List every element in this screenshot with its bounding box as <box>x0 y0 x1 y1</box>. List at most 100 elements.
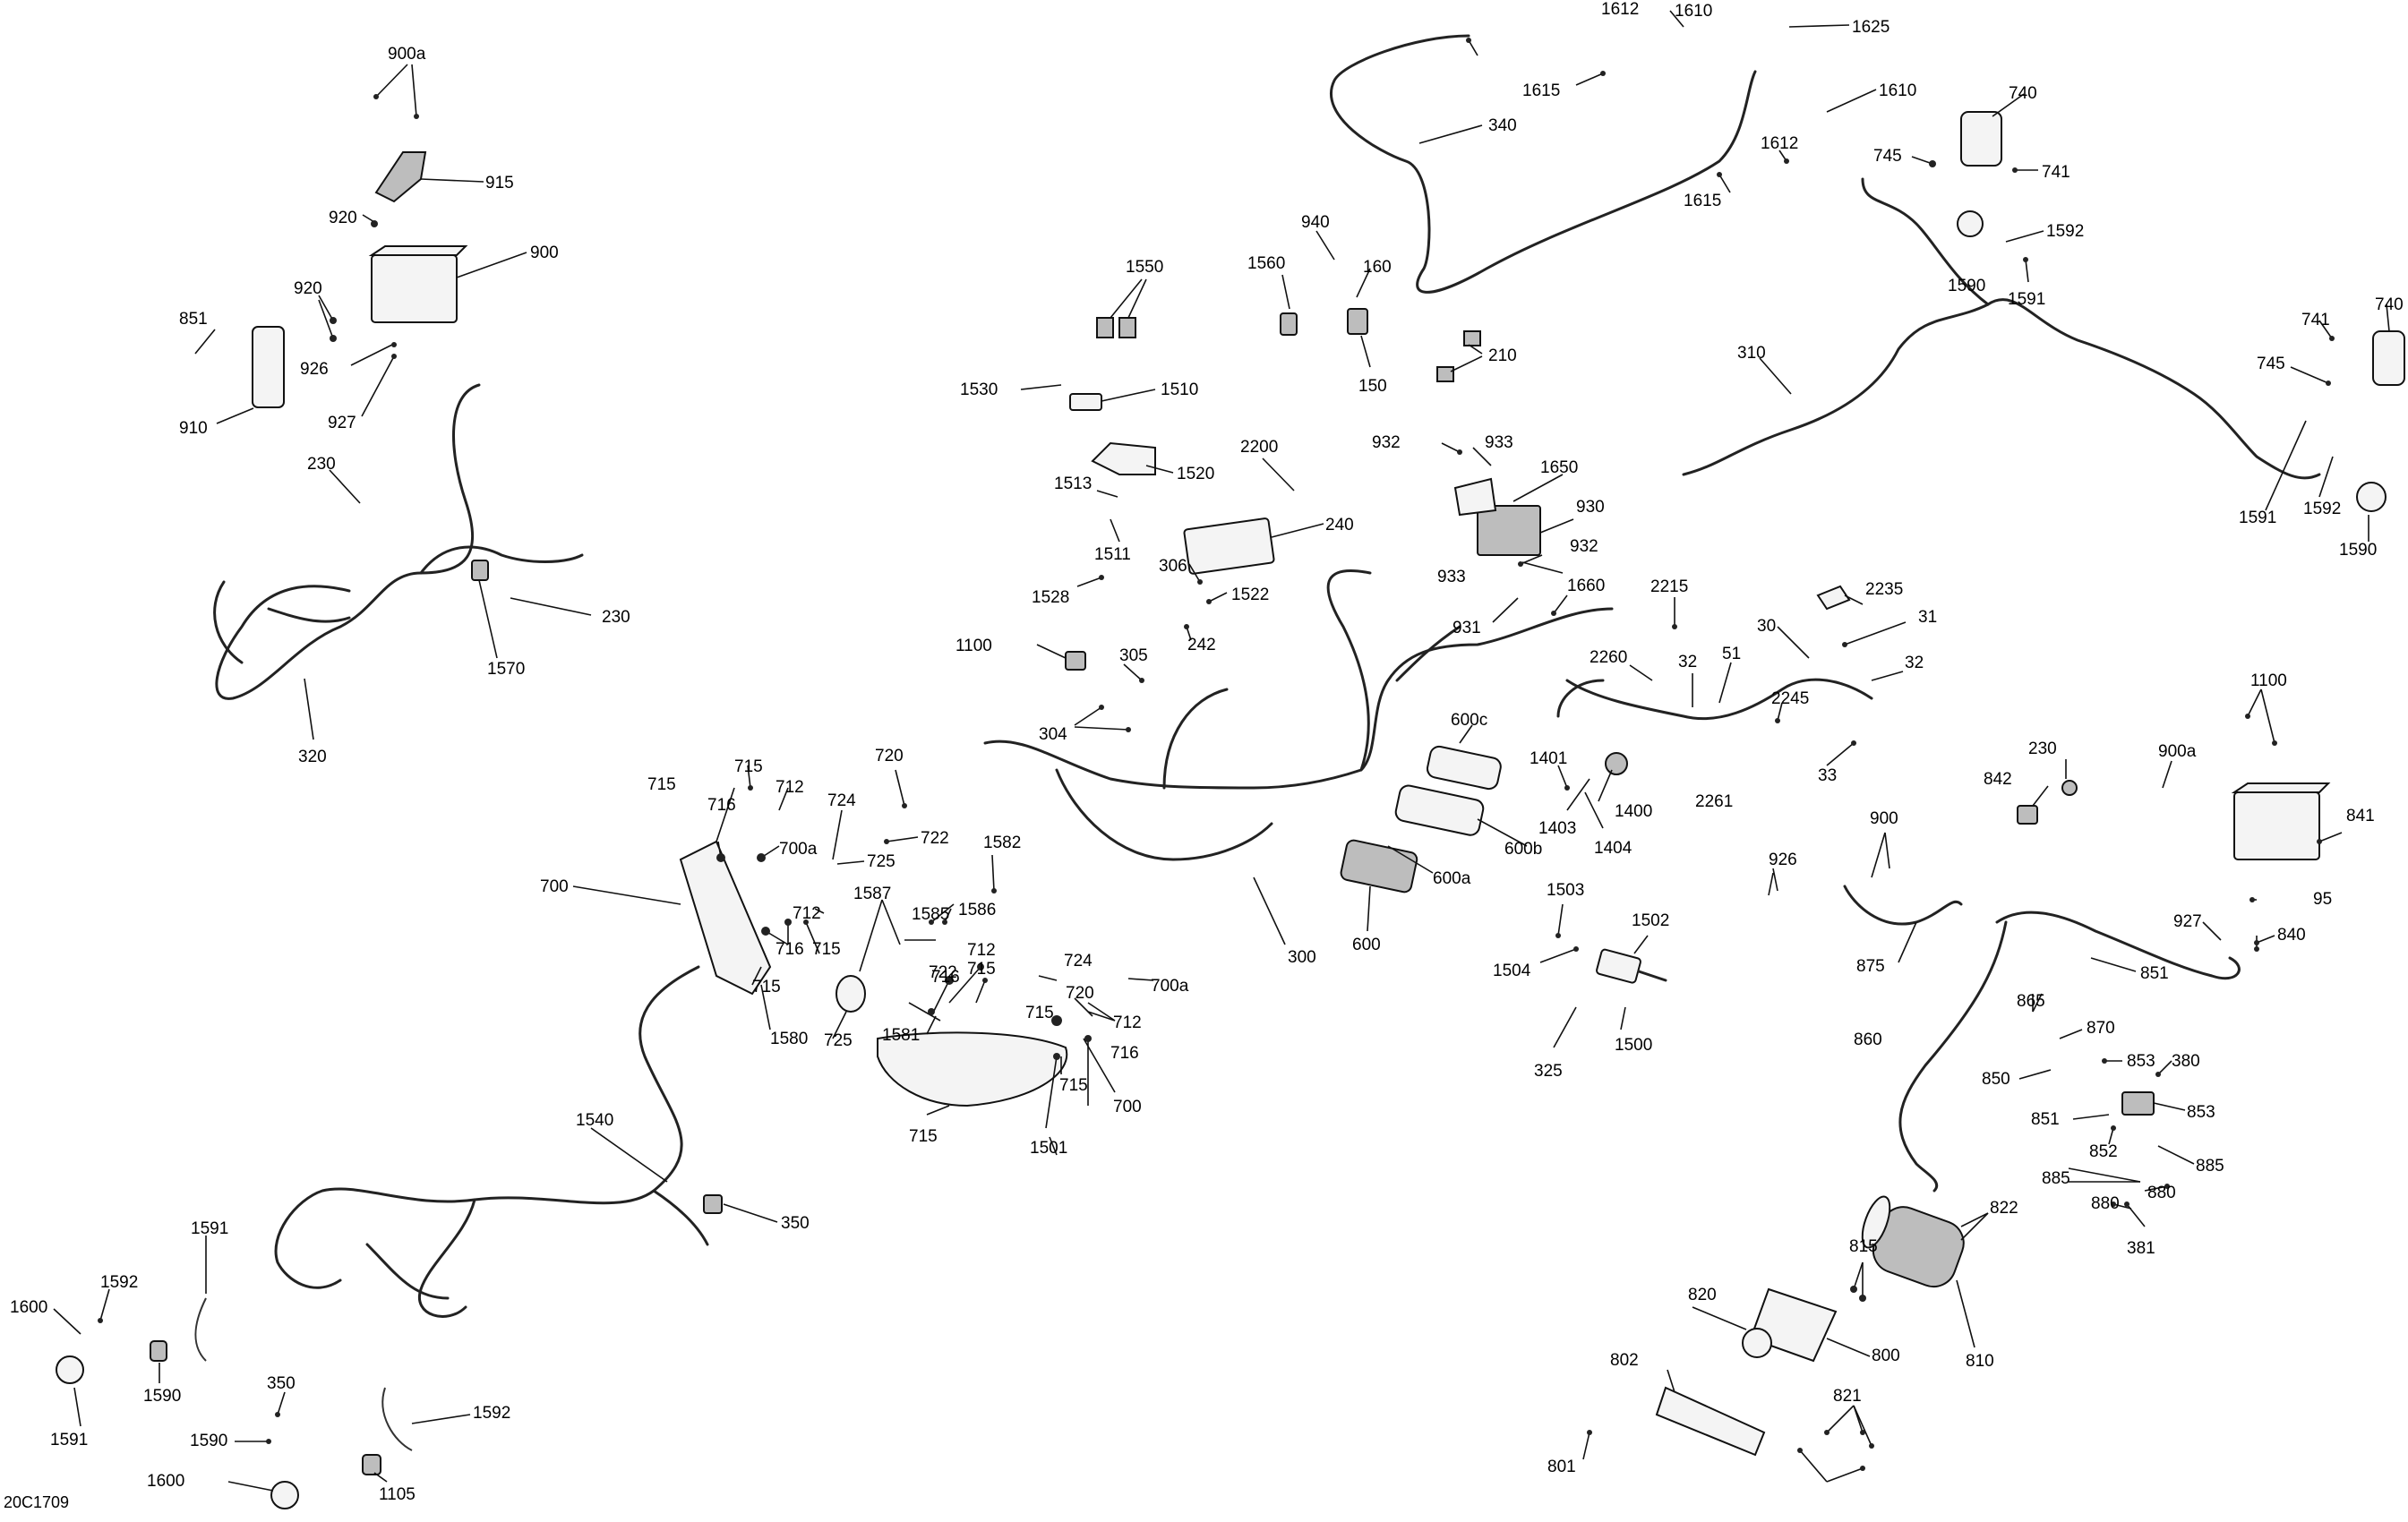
callout-label: 715 <box>752 978 781 996</box>
callout-label: 712 <box>776 778 804 797</box>
callout-label: 815 <box>1849 1237 1878 1256</box>
callout-label: 1504 <box>1493 962 1531 980</box>
callout-label: 700a <box>1151 977 1189 996</box>
horn-1580 <box>836 975 866 1013</box>
callout-label: 1600 <box>147 1472 184 1491</box>
callout-label: 870 <box>2087 1019 2115 1038</box>
callout-label: 725 <box>867 852 896 871</box>
callout-label: 720 <box>1066 984 1094 1003</box>
callout-label: 381 <box>2127 1239 2155 1258</box>
callout-label: 725 <box>824 1031 853 1050</box>
callout-label: 1503 <box>1547 881 1584 900</box>
callout-label: 851 <box>2031 1110 2060 1129</box>
callout-label: 715 <box>734 757 763 776</box>
callout-label: 1585 <box>912 905 949 924</box>
callout-label: 810 <box>1966 1352 1994 1371</box>
callout-label: 1530 <box>960 380 998 399</box>
callout-label: 920 <box>294 279 322 298</box>
bracket-1520 <box>1091 441 1156 475</box>
callout-label: 932 <box>1570 537 1598 556</box>
callout-label: 51 <box>1722 645 1741 663</box>
fuse-1100a <box>1065 651 1086 671</box>
callout-label: 1592 <box>473 1404 510 1423</box>
callout-label: 1510 <box>1161 380 1198 399</box>
callout-label: 860 <box>1854 1030 1882 1049</box>
tab-2235 <box>1816 585 1851 611</box>
callout-label: 1591 <box>2008 290 2045 309</box>
callout-label: 900 <box>530 244 559 262</box>
callout-label: 853 <box>2187 1103 2215 1122</box>
callout-label: 930 <box>1576 498 1605 517</box>
callout-label: 350 <box>781 1214 810 1233</box>
callout-label: 722 <box>929 963 957 982</box>
hook-810 <box>1655 1386 1766 1457</box>
callout-label: 380 <box>2172 1052 2200 1071</box>
callout-label: 741 <box>2301 311 2330 329</box>
callout-label: 1401 <box>1530 749 1567 768</box>
callout-label: 720 <box>875 747 904 765</box>
callout-label: 910 <box>179 419 208 438</box>
callout-label: 740 <box>2009 84 2037 103</box>
callout-label: 230 <box>307 455 336 474</box>
callout-label: 716 <box>1110 1044 1139 1063</box>
module-1510 <box>1069 393 1102 411</box>
callout-label: 1100 <box>2250 671 2287 690</box>
callout-label: 340 <box>1488 116 1517 135</box>
callout-label: 1591 <box>2239 509 2276 527</box>
callout-label: 851 <box>2140 964 2169 983</box>
callout-label: 1592 <box>2046 222 2084 241</box>
switch-1500 <box>1596 948 1641 984</box>
callout-label: 1591 <box>191 1219 228 1238</box>
hardware-dots <box>98 38 2335 1471</box>
callout-label: 150 <box>1358 377 1387 396</box>
callout-label: 712 <box>793 904 821 923</box>
callout-label: 230 <box>2028 740 2057 758</box>
callout-label: 1550 <box>1126 258 1163 277</box>
battery-holder-915 <box>374 151 427 203</box>
bracket-1650 <box>1453 477 1497 517</box>
headlight-700-left <box>679 840 772 996</box>
callout-label: 30 <box>1757 617 1776 636</box>
callout-label: 2261 <box>1695 792 1733 811</box>
callout-label: 33 <box>1818 766 1837 785</box>
callout-label: 842 <box>1984 770 2012 789</box>
battery-right <box>2233 791 2320 860</box>
callout-label: 1612 <box>1761 134 1798 153</box>
callout-label: 853 <box>2127 1052 2155 1071</box>
callout-label: 31 <box>1918 608 1937 627</box>
callout-label: 1522 <box>1231 586 1269 604</box>
callout-label: 1592 <box>100 1273 138 1292</box>
callout-label: 1590 <box>143 1387 181 1406</box>
callout-label: 1582 <box>983 834 1021 852</box>
callout-label: 1500 <box>1615 1036 1652 1055</box>
leader-lines <box>53 10 2390 1492</box>
tail-light-side <box>2372 330 2405 386</box>
callout-label: 242 <box>1187 636 1216 654</box>
tail-light-upper <box>1960 111 2002 167</box>
plug-1570 <box>471 560 489 581</box>
callout-label: 350 <box>267 1374 296 1393</box>
callout-label: 885 <box>2042 1169 2070 1188</box>
gauge-600c <box>1426 745 1502 791</box>
callout-label: 600 <box>1352 936 1381 954</box>
callout-label: 600a <box>1433 869 1471 888</box>
callout-label: 821 <box>1833 1387 1862 1406</box>
callout-label: 716 <box>707 796 736 815</box>
callout-label: 2215 <box>1650 577 1688 596</box>
gauge-600 <box>1340 839 1418 894</box>
callout-label: 927 <box>328 414 356 432</box>
gauge-600b <box>1394 784 1485 836</box>
callout-label: 885 <box>2196 1157 2224 1176</box>
callout-label: 840 <box>2277 926 2306 945</box>
callout-label: 160 <box>1363 258 1392 277</box>
callout-label: 1403 <box>1538 819 1576 838</box>
winch-800 <box>1861 1195 1965 1288</box>
callout-label: 926 <box>1769 851 1797 869</box>
callout-label: 1502 <box>1632 911 1669 930</box>
callout-label: 2235 <box>1865 580 1903 599</box>
callout-label: 715 <box>1059 1076 1088 1095</box>
callout-label: 926 <box>300 360 329 379</box>
callout-label: 1625 <box>1852 18 1890 37</box>
callout-label: 1615 <box>1684 192 1721 210</box>
relay-1550b <box>1118 317 1136 338</box>
